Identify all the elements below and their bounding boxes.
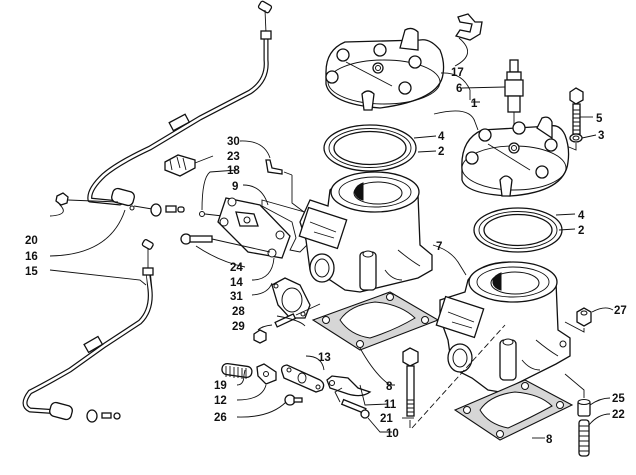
- spark-plug-clip-part[interactable]: [454, 13, 483, 41]
- cover-bolt-part[interactable]: [180, 233, 271, 253]
- right-cylinder-head[interactable]: [461, 116, 570, 197]
- flange-nut-part[interactable]: [564, 307, 592, 333]
- callout-6: 6: [456, 83, 462, 95]
- right-cylinder[interactable]: [435, 261, 571, 393]
- nut-part[interactable]: [55, 192, 119, 206]
- callout-25: 25: [612, 393, 625, 405]
- cable-clamp-part[interactable]: [256, 363, 277, 385]
- callout-13: 13: [318, 352, 331, 364]
- callout-8: 8: [386, 381, 393, 393]
- callout-23: 23: [227, 151, 240, 163]
- callout-28: 28: [232, 306, 245, 318]
- long-bolt-part[interactable]: [402, 324, 506, 429]
- callout-10: 10: [386, 428, 399, 440]
- callout-2: 2: [438, 146, 444, 158]
- right-head-gasket[interactable]: [473, 207, 563, 253]
- callout-30: 30: [227, 136, 240, 148]
- callout-21: 21: [380, 413, 393, 425]
- exhaust-gasket-part[interactable]: [271, 277, 311, 319]
- left-cylinder[interactable]: [298, 171, 433, 293]
- callout-24: 24: [230, 262, 243, 274]
- valve-lever-part[interactable]: [326, 375, 372, 397]
- spring-part[interactable]: [221, 362, 253, 379]
- callout-12: 12: [214, 395, 227, 407]
- left-base-gasket[interactable]: [311, 291, 440, 351]
- right-base-gasket[interactable]: [453, 379, 574, 441]
- callout-20: 20: [25, 235, 38, 247]
- head-bolt-part[interactable]: [569, 87, 584, 135]
- stud-part[interactable]: [578, 419, 590, 457]
- callout-3: 3: [598, 130, 604, 142]
- bracket-part[interactable]: [280, 364, 325, 393]
- callout-11: 11: [384, 399, 397, 411]
- callout-5: 5: [596, 113, 603, 125]
- spark-plug-part[interactable]: [504, 59, 524, 146]
- screw-part[interactable]: [334, 387, 370, 419]
- leader-lines: [49, 37, 614, 439]
- callout-2: 2: [578, 225, 584, 237]
- small-o-ring-part[interactable]: [199, 211, 205, 217]
- upper-cable[interactable]: [87, 0, 273, 217]
- valve-cover-part[interactable]: [217, 197, 291, 259]
- callout-4: 4: [438, 131, 445, 143]
- callout-16: 16: [25, 251, 38, 263]
- spacer-part[interactable]: [577, 399, 591, 417]
- callout-1: 1: [471, 98, 478, 110]
- callout-9: 9: [232, 181, 238, 193]
- callout-8: 8: [546, 434, 553, 446]
- callout-29: 29: [232, 321, 245, 333]
- callout-19: 19: [214, 380, 227, 392]
- callout-31: 31: [230, 291, 243, 303]
- callout-18: 18: [227, 165, 240, 177]
- callout-7: 7: [436, 241, 442, 253]
- left-head-gasket[interactable]: [323, 124, 417, 172]
- exhaust-stud-part[interactable]: [274, 303, 321, 328]
- cable-holder-part[interactable]: [164, 154, 196, 177]
- left-cylinder-head[interactable]: [325, 27, 445, 111]
- exhaust-nut-part[interactable]: [253, 329, 267, 344]
- callout-17: 17: [451, 67, 464, 79]
- lower-cable[interactable]: [22, 238, 154, 423]
- small-bolt-part[interactable]: [284, 394, 303, 406]
- callout-14: 14: [230, 277, 243, 289]
- callout-4: 4: [578, 210, 585, 222]
- callout-27: 27: [614, 305, 627, 317]
- callout-26: 26: [214, 412, 227, 424]
- callout-22: 22: [612, 409, 625, 421]
- callout-15: 15: [25, 266, 38, 278]
